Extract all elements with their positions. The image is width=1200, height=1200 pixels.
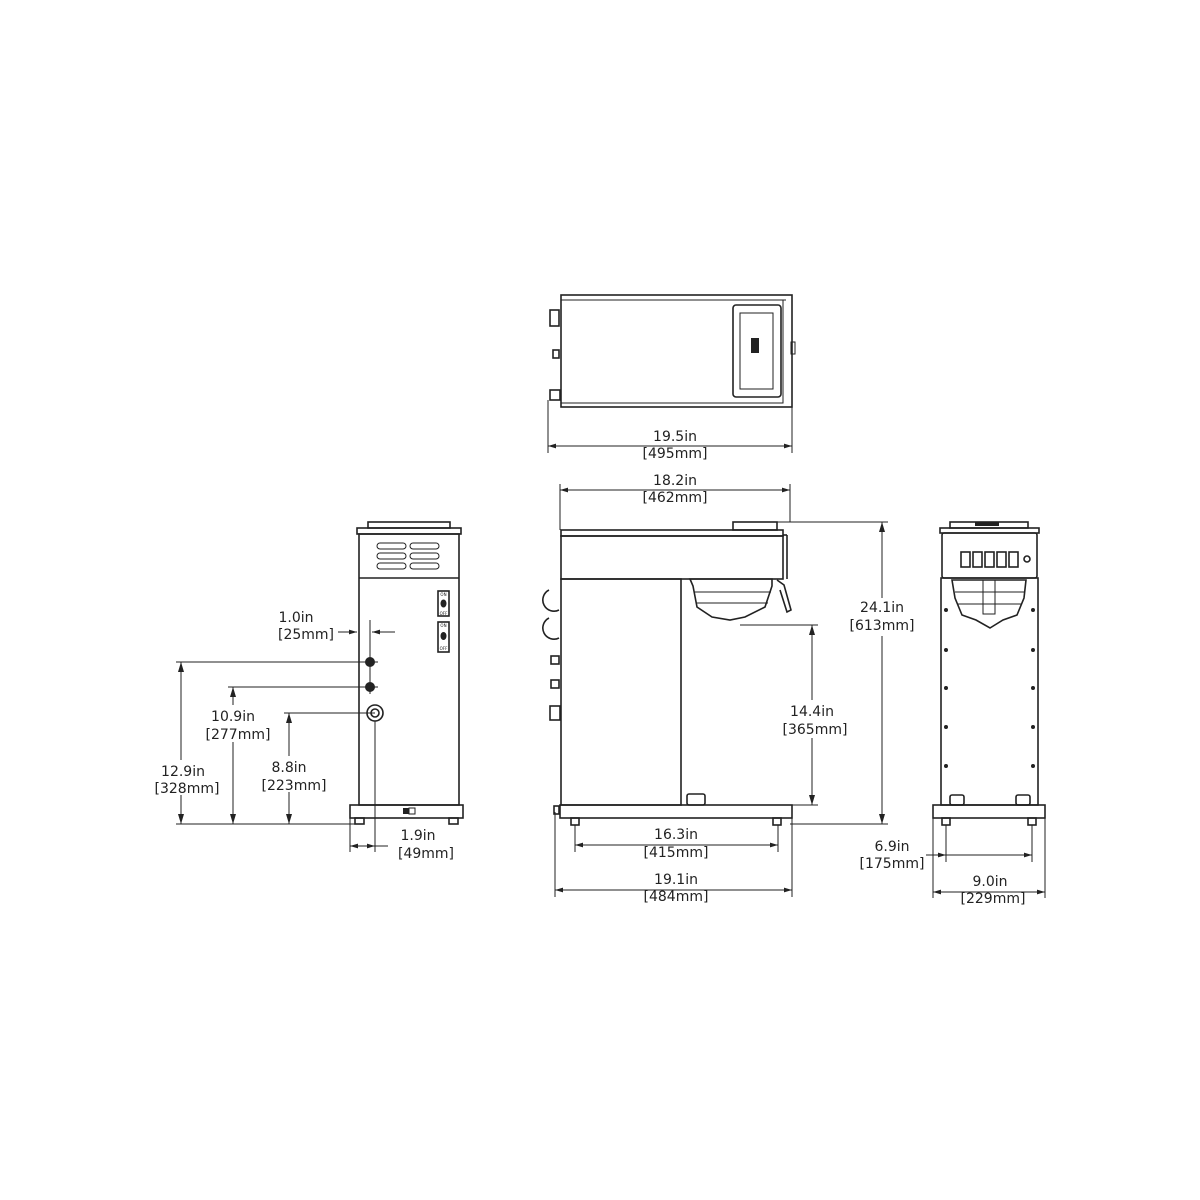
dim-clearance-mm: [365mm] [783, 722, 848, 738]
dim-feet-span-in: 16.3in [654, 827, 698, 843]
dim-h3-in: 8.8in [271, 760, 306, 776]
dim-rear-feet-in: 6.9in [874, 839, 909, 855]
dim-height-in: 24.1in [860, 600, 904, 616]
dim-offset-in: 1.0in [278, 610, 313, 626]
svg-text:OFF: OFF [440, 646, 448, 651]
dim-h1-in: 12.9in [161, 764, 205, 780]
dim-rear-feet-mm: [175mm] [860, 856, 925, 872]
dim-base-width-in: 19.1in [654, 872, 698, 888]
svg-text:ON: ON [440, 592, 446, 597]
dim-foot-offset-mm: [49mm] [398, 846, 454, 862]
svg-text:ON: ON [440, 623, 446, 628]
dim-rear-width-in: 9.0in [972, 874, 1007, 890]
digit-display [960, 551, 1031, 568]
side-view: ON OFF ON OFF 1.0in [25mm] 12.9in [328mm… [155, 521, 464, 862]
dim-foot-offset-in: 1.9in [400, 828, 435, 844]
dim-h2-in: 10.9in [211, 709, 255, 725]
rear-view: 6.9in [175mm] 9.0in [229mm] [860, 521, 1046, 907]
dim-h3-mm: [223mm] [262, 778, 327, 794]
top-view: 19.5in [495mm] [547, 294, 796, 462]
front-view: 18.2in [462mm] 24.1in [613mm] 14.4in [36… [542, 473, 915, 905]
dim-head-width-in: 18.2in [653, 473, 697, 489]
dim-h1-mm: [328mm] [155, 781, 220, 797]
dim-h2-mm: [277mm] [206, 727, 271, 743]
dim-rear-width-mm: [229mm] [961, 891, 1026, 907]
dim-offset-mm: [25mm] [278, 627, 334, 643]
power-switch: ON OFF [437, 621, 450, 653]
dim-clearance-in: 14.4in [790, 704, 834, 720]
dim-base-width-mm: [484mm] [644, 889, 709, 905]
display-panel [941, 532, 1038, 579]
dim-feet-span-mm: [415mm] [644, 845, 709, 861]
svg-text:OFF: OFF [440, 611, 448, 616]
dim-head-width-mm: [462mm] [643, 490, 708, 506]
dim-top-width-mm: [495mm] [643, 446, 708, 462]
dim-height-mm: [613mm] [850, 618, 915, 634]
dim-top-width-in: 19.5in [653, 429, 697, 445]
power-switch: ON OFF [437, 590, 450, 617]
